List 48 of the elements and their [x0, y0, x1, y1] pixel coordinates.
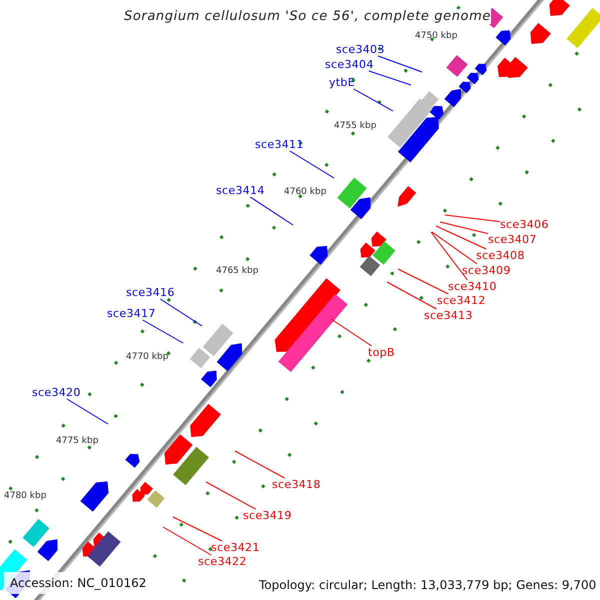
scale-tick-label: 4770 kbp	[126, 352, 168, 363]
gene-label: sce3412	[437, 294, 486, 307]
gene-label: sce3421	[211, 541, 260, 554]
gene-label: sce3403	[336, 43, 385, 56]
leader-line	[432, 232, 478, 264]
gene-label: topB	[368, 346, 395, 359]
gene-label: sce3406	[500, 218, 549, 231]
leader-line	[250, 196, 294, 226]
leader-line	[172, 516, 222, 542]
gene-label: sce3408	[476, 249, 525, 262]
leader-line	[142, 320, 184, 344]
gene-label: ytbE	[329, 76, 355, 89]
scale-tick-label: 4780 kbp	[4, 491, 46, 502]
leader-line	[368, 70, 412, 86]
gene-label: sce3414	[216, 184, 265, 197]
gene-label: sce3419	[243, 509, 292, 522]
leader-line	[289, 150, 334, 178]
leader-line	[378, 56, 422, 72]
scale-tick-label: 4755 kbp	[334, 121, 376, 132]
leader-line	[436, 226, 487, 250]
gene-label: sce3404	[325, 58, 374, 71]
gene-label: sce3420	[32, 386, 81, 399]
leader-line	[440, 222, 488, 234]
leader-line	[206, 482, 256, 510]
gene-label: sce3422	[198, 555, 247, 568]
scale-tick-label: 4760 kbp	[284, 187, 326, 198]
leader-line	[398, 268, 449, 294]
leader-line	[66, 398, 108, 424]
gene-label: sce3407	[488, 233, 537, 246]
leader-line	[444, 214, 500, 222]
gene-label: sce3409	[462, 264, 511, 277]
leader-line	[430, 232, 468, 280]
gene-label: sce3418	[272, 478, 321, 491]
leader-line	[330, 318, 372, 346]
leader-line	[160, 298, 202, 326]
leader-line	[234, 450, 285, 478]
gene-label: sce3413	[424, 309, 473, 322]
scale-tick-label: 4775 kbp	[56, 436, 98, 447]
leader-line	[386, 282, 437, 310]
gene-label: sce3410	[448, 280, 497, 293]
gene-label: sce3411	[255, 138, 304, 151]
leader-line	[353, 88, 394, 112]
leader-line	[162, 526, 212, 556]
map-title: Sorangium cellulosum 'So ce 56', complete genome	[124, 9, 491, 24]
gene-label: sce3416	[126, 286, 175, 299]
scale-tick-label: 4765 kbp	[216, 266, 258, 277]
scale-tick-label: 4750 kbp	[415, 31, 458, 42]
gene-label: sce3417	[107, 307, 156, 320]
